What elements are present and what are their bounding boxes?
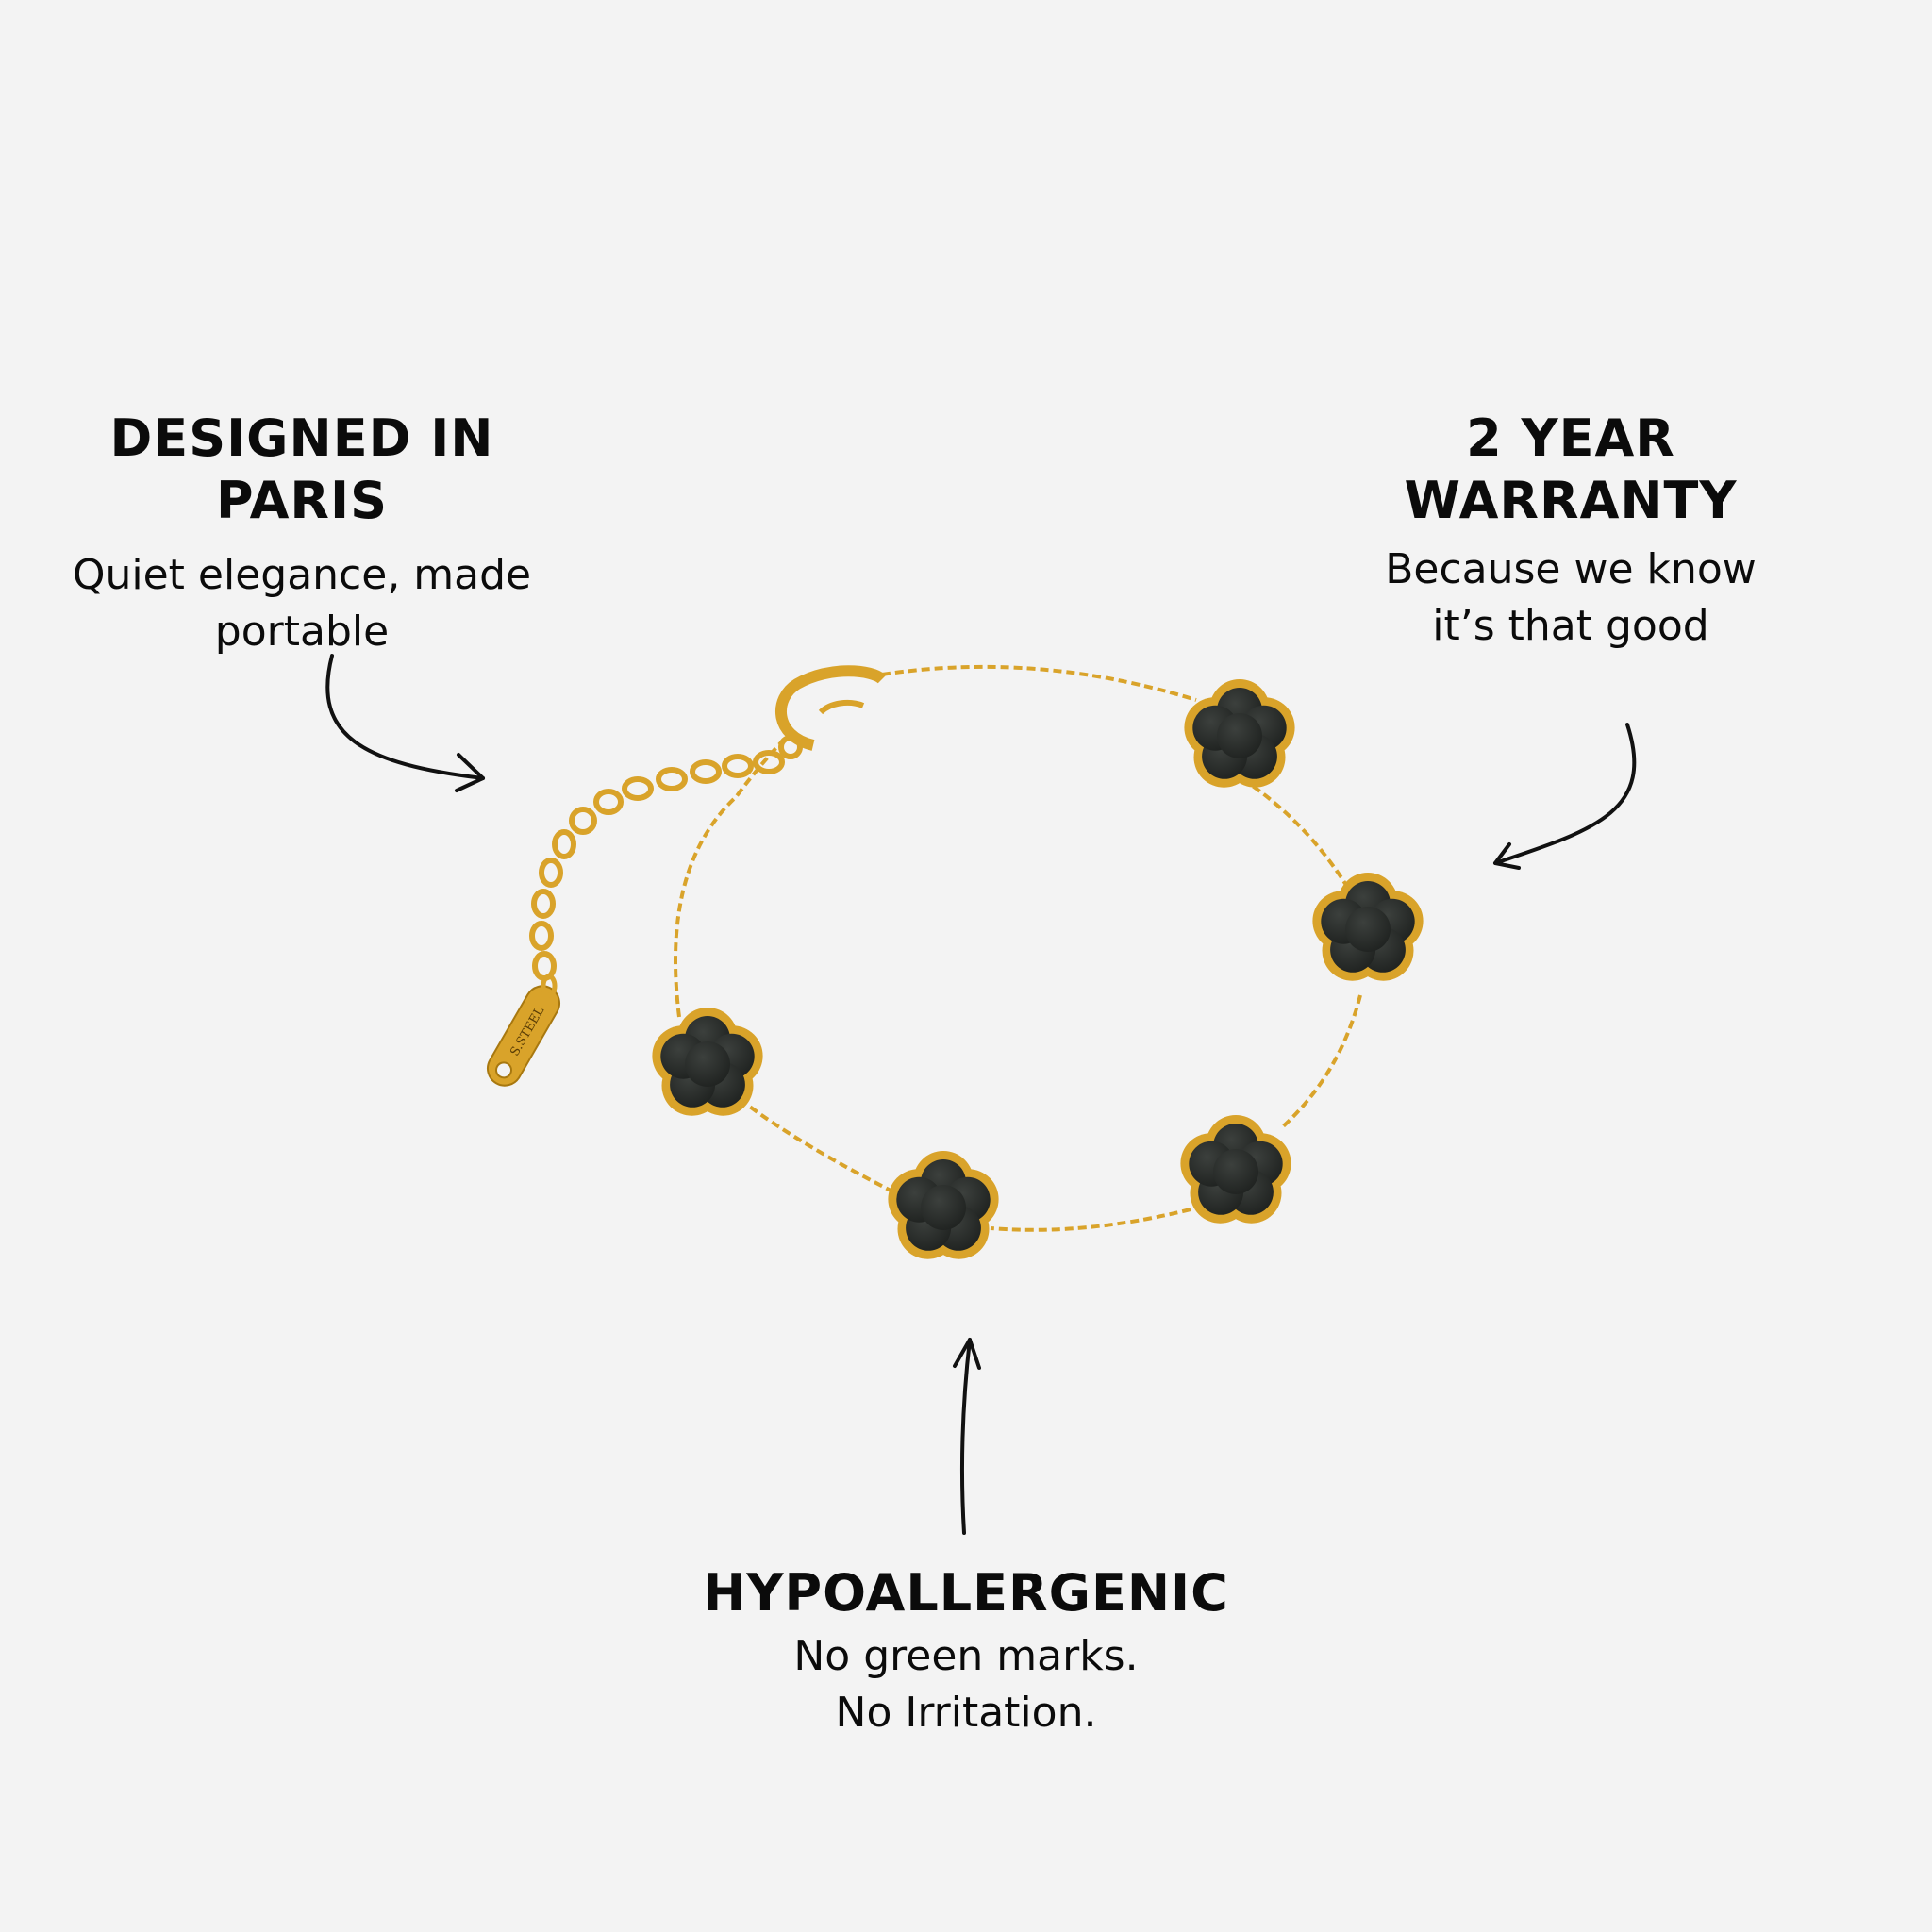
extender-chain — [529, 750, 785, 981]
clover-charm-icon — [1184, 679, 1295, 788]
feature-warranty: 2 YEAR WARRANTY Because we know it’s tha… — [1340, 408, 1802, 655]
feature-title-line1: 2 YEAR — [1466, 408, 1675, 468]
right-arrow-icon — [1493, 723, 1637, 870]
clover-charm-icon — [888, 1151, 999, 1259]
left-arrow-icon — [325, 654, 485, 792]
feature-description-line2: No Irritation. — [835, 1689, 1097, 1737]
steel-tag: S.STEEL — [487, 985, 560, 1087]
clover-charm-icon — [652, 1008, 763, 1116]
feature-title-line2: WARRANTY — [1404, 471, 1738, 530]
feature-hypoallergenic: HYPOALLERGENIC No green marks. No Irrita… — [683, 1562, 1249, 1741]
feature-description-line2: it’s that good — [1432, 602, 1709, 650]
clover-charm-icon — [1312, 873, 1424, 981]
lobster-clasp-icon — [775, 665, 887, 759]
feature-designed-in-paris: DESIGNED IN PARIS Quiet elegance, made p… — [19, 408, 585, 660]
feature-description-line1: No green marks. — [793, 1632, 1139, 1680]
clover-charm-icon — [1180, 1115, 1291, 1224]
feature-description: Quiet elegance, made portable — [72, 551, 532, 656]
bottom-arrow-icon — [953, 1338, 981, 1535]
feature-description-line1: Because we know — [1385, 545, 1757, 593]
feature-title: HYPOALLERGENIC — [703, 1563, 1229, 1623]
feature-title: DESIGNED IN PARIS — [109, 408, 494, 530]
